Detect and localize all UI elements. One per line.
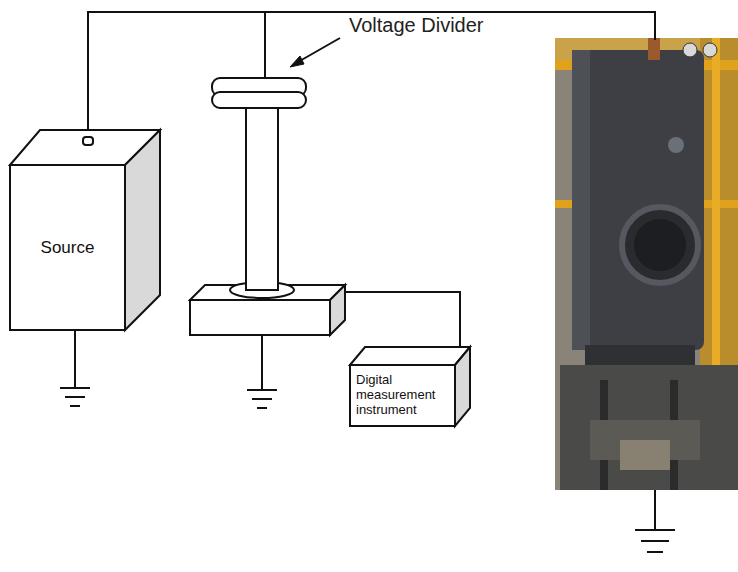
source-box: Source	[10, 165, 125, 330]
leader-arrow	[290, 38, 340, 67]
voltage-divider	[190, 78, 345, 335]
box-label: Source	[18, 238, 117, 258]
ground-symbol	[247, 335, 277, 408]
instrument-box	[350, 347, 470, 426]
wire	[88, 12, 655, 347]
ground-symbol	[60, 330, 90, 406]
ground-symbol	[635, 490, 675, 552]
box-label: Digital measurement instrument	[356, 373, 449, 418]
source-box	[10, 130, 160, 330]
component-label: Voltage Divider	[347, 14, 486, 37]
tank-photo	[555, 38, 738, 490]
instrument-box: Digital measurement instrument	[350, 365, 455, 426]
